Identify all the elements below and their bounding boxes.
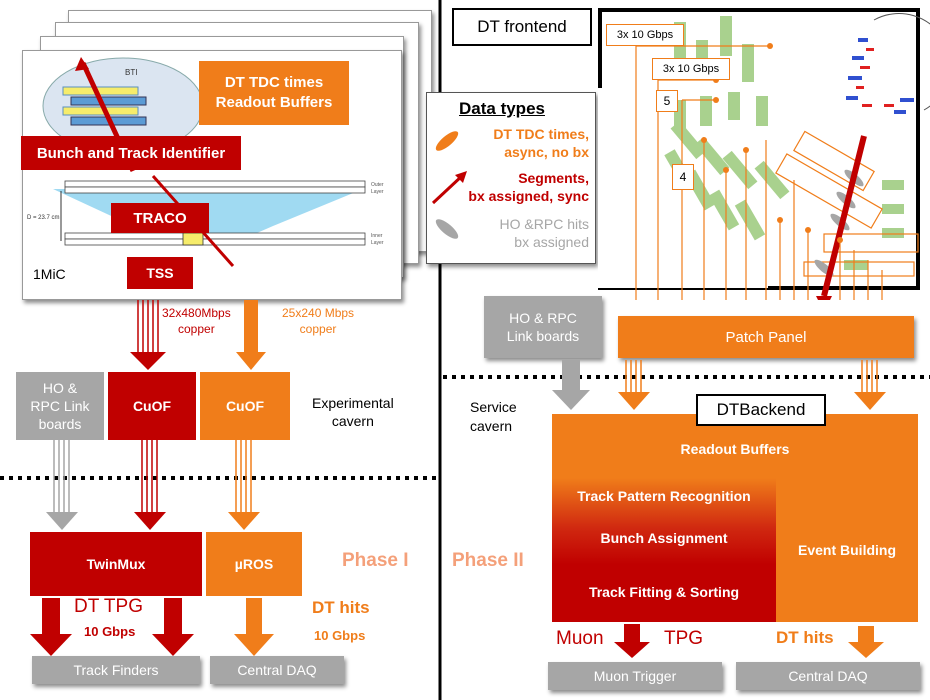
bti-layer-2 [70, 96, 147, 106]
dt-tpg-rate: 10 Gbps [84, 624, 136, 639]
trigger-processing-block [552, 478, 776, 622]
legend-grey-text: HO &RPC hits bx assigned [499, 216, 589, 250]
uros-box: µROS [206, 532, 302, 596]
orange-link-label: 25x240 Mbps copper [282, 306, 355, 336]
label-5: 5 [656, 90, 678, 112]
outer-layer-label: Outer [371, 182, 384, 188]
rate-label-a: 3x 10 Gbps [606, 24, 684, 46]
dt-frontend-title: DT frontend [452, 8, 592, 46]
bti-text: BTI [125, 68, 137, 77]
dt-hits-rate: 10 Gbps [314, 628, 366, 643]
service-cavern-label: Service cavern [470, 399, 517, 434]
dt-backend-title: DTBackend [696, 394, 826, 426]
patch-panel-box: Patch Panel [618, 316, 914, 358]
orange-striped-arrow-down [228, 440, 260, 530]
legend-red-arrow-line [431, 173, 465, 205]
legend-title: Data types [459, 99, 545, 118]
red-copper-arrow [130, 300, 166, 370]
outer-superlayer-bottom [64, 186, 366, 194]
grey-striped-arrow [46, 440, 78, 530]
backend-dt-hits-arrow [848, 626, 884, 658]
inner-hit-cell [182, 232, 204, 246]
dt-tpg-label: DT TPG [74, 596, 143, 617]
event-building-label: Event Building [798, 542, 896, 558]
tss-box: TSS [127, 257, 193, 289]
cuof-orange-box: CuOF [200, 372, 290, 440]
grey-arrow-right [552, 360, 590, 410]
phase1-label: Phase I [342, 550, 409, 571]
muon-trigger-box: Muon Trigger [548, 662, 722, 690]
orange-outlines [775, 130, 919, 277]
label-4: 4 [672, 164, 694, 190]
red-link-label: 32x480Mbps copper [162, 306, 231, 336]
muon-label: Muon [556, 628, 604, 649]
cms-red-ticks [856, 48, 894, 107]
inner-layer-label-2: Layer [371, 240, 384, 246]
cuof-red-box: CuOF [108, 372, 196, 440]
frontend-chamber-schematic [598, 13, 930, 300]
rate-label-b: 3x 10 Gbps [652, 58, 730, 80]
muon-tpg-arrow [614, 624, 650, 658]
left-arrows [30, 300, 274, 656]
bti-track-arrowhead [75, 57, 89, 71]
orange-copper-arrow [236, 300, 266, 370]
bti-layer-3 [62, 106, 139, 116]
bti-box: Bunch and Track Identifier [21, 136, 241, 170]
cms-wheel-arc [873, 13, 930, 111]
data-types-legend: Data types DT TDC times, async, no bx Se… [426, 92, 596, 264]
dt-hits-label-right: DT hits [776, 628, 834, 647]
phase2-label: Phase II [452, 550, 524, 571]
outer-layer-label-2: Layer [371, 189, 384, 195]
bunch-assignment-label: Bunch Assignment [600, 530, 728, 546]
ho-rpc-link-boards-right: HO & RPC Link boards [484, 296, 602, 358]
tpg-arrow-right [152, 598, 194, 656]
orange-striped-arrow-right-2 [861, 360, 878, 392]
mic-label: 1MiC [33, 266, 66, 282]
readout-buffers-label: Readout Buffers [680, 441, 790, 457]
backend-output-arrows [614, 624, 884, 658]
fibre-dots [701, 43, 843, 243]
legend-orange-text: DT TDC times, async, no bx [493, 126, 589, 160]
tdc-readout-buffers-box: DT TDC times Readout Buffers [199, 61, 349, 125]
dt-hits-label-left: DT hits [312, 598, 370, 617]
ho-rpc-link-boards-left: HO & RPC Link boards [16, 372, 104, 440]
legend-red-arrow-head [455, 171, 467, 183]
card-front: BTI D = 23.7 cm Outer Layer Inner Layer … [21, 50, 402, 300]
experimental-cavern-label: Experimental cavern [312, 395, 394, 429]
legend-orange-ellipse [435, 131, 459, 151]
cms-blue-ticks [846, 38, 914, 114]
orange-striped-arrow-right-1 [625, 360, 642, 392]
legend-symbols [431, 131, 467, 239]
d-label: D = 23.7 cm [27, 215, 60, 221]
red-striped-arrow-down [134, 440, 166, 530]
daq-arrow-left [234, 598, 274, 656]
central-daq-box-right: Central DAQ [736, 662, 920, 690]
fibre-lines [635, 45, 883, 300]
tpg-label: TPG [664, 628, 704, 649]
track-fitting-sorting-label: Track Fitting & Sorting [588, 584, 740, 600]
patch-panel-arrows [552, 360, 886, 410]
inner-layer-label: Inner [371, 233, 383, 239]
twinmux-box: TwinMux [30, 532, 202, 596]
central-daq-box-left: Central DAQ [210, 656, 344, 684]
frontend-red-track-head [816, 296, 832, 300]
legend-red-text: Segments, bx assigned, sync [468, 170, 589, 204]
track-finders-box: Track Finders [32, 656, 200, 684]
legend-grey-ellipse [435, 219, 459, 239]
tpg-arrow-left [30, 598, 72, 656]
frontend-red-track [821, 135, 867, 297]
track-pattern-recognition-label: Track Pattern Recognition [577, 488, 751, 504]
traco-box: TRACO [111, 203, 209, 233]
